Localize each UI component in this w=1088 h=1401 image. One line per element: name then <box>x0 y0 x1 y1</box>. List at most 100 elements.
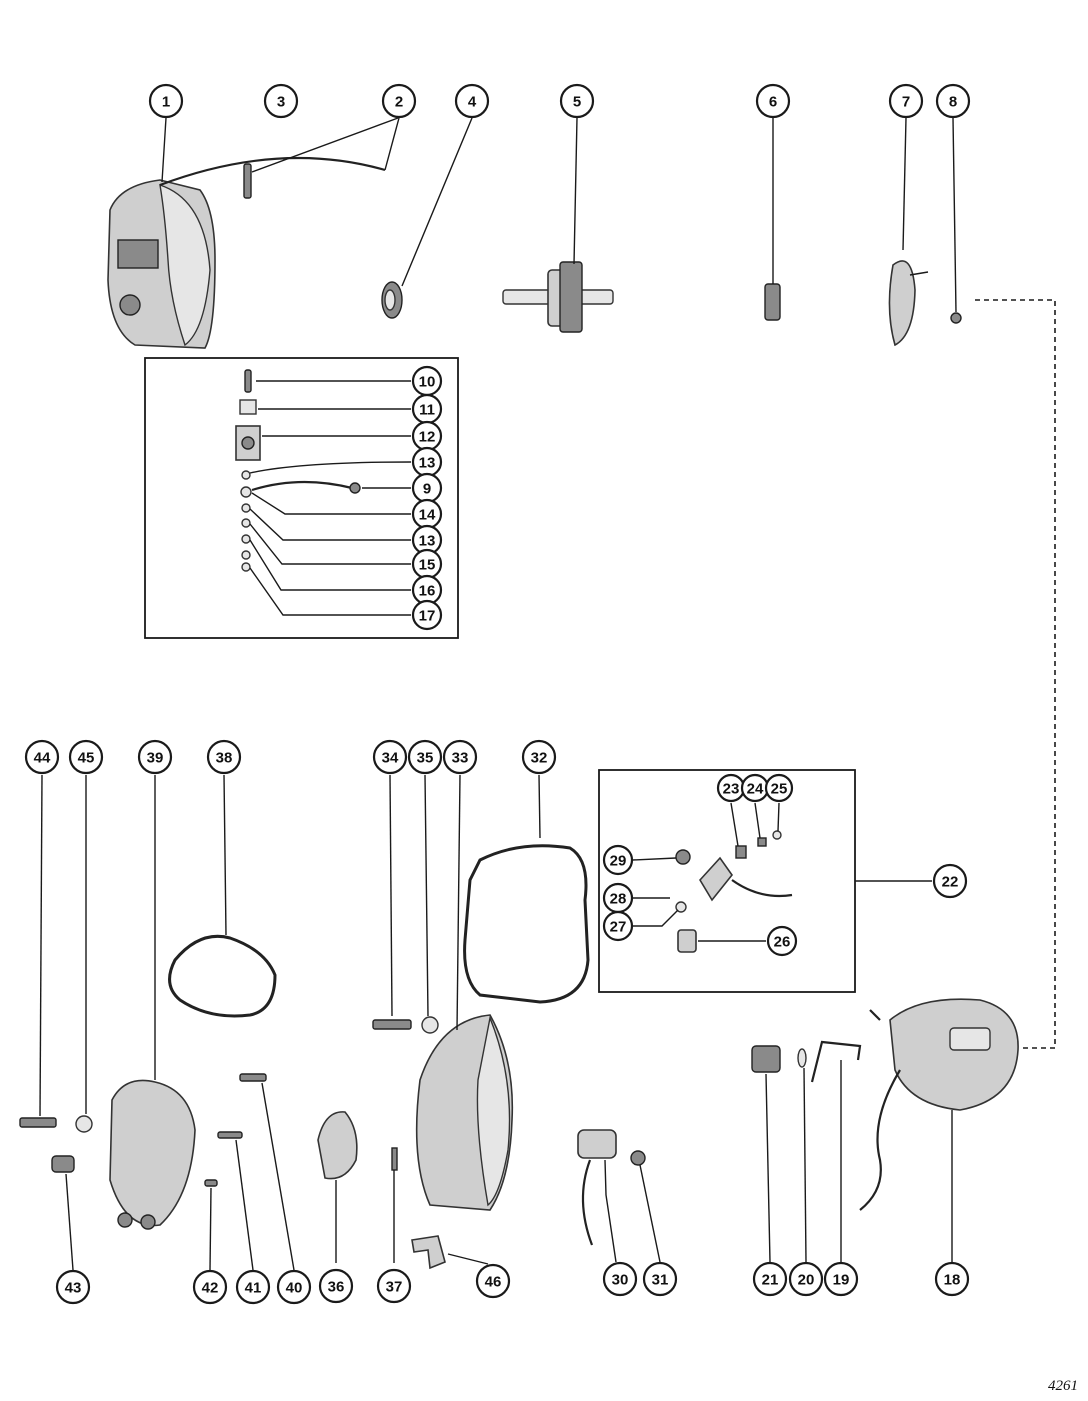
detail-box-1-parts <box>235 369 361 572</box>
svg-text:13: 13 <box>419 455 436 472</box>
callout-4: 4 <box>454 83 490 119</box>
svg-text:45: 45 <box>78 750 95 767</box>
part-condenser-screw <box>630 1150 646 1166</box>
callout-33: 33 <box>442 739 478 775</box>
callout-46: 46 <box>475 1263 511 1299</box>
part-screw-41 <box>217 1131 243 1139</box>
callout-44: 44 <box>24 739 60 775</box>
part-large-gasket <box>463 844 590 1004</box>
detail-box-2-parts <box>675 830 793 953</box>
part-distributor-cap <box>109 1079 196 1230</box>
part-condenser <box>577 1129 617 1246</box>
callout-27: 27 <box>602 910 634 942</box>
callout-13-lower: 13 <box>411 524 443 556</box>
part-screw-40 <box>239 1073 267 1082</box>
part-fitting-43 <box>51 1155 75 1173</box>
svg-text:7: 7 <box>902 94 910 111</box>
part-bushing <box>764 283 781 321</box>
svg-text:17: 17 <box>419 608 436 625</box>
part-wing-nut <box>421 1016 439 1034</box>
callout-41: 41 <box>235 1269 271 1305</box>
part-screw-37 <box>391 1147 398 1171</box>
callout-28: 28 <box>602 882 634 914</box>
callout-10: 10 <box>411 365 443 397</box>
callout-3: 3 <box>263 83 299 119</box>
svg-text:32: 32 <box>531 750 548 767</box>
svg-text:14: 14 <box>419 507 436 524</box>
callout-18: 18 <box>934 1261 970 1297</box>
part-spring-clip <box>810 1040 862 1083</box>
svg-text:29: 29 <box>610 853 627 870</box>
svg-text:43: 43 <box>65 1280 82 1297</box>
callout-7: 7 <box>888 83 924 119</box>
svg-text:24: 24 <box>747 781 764 798</box>
svg-text:38: 38 <box>216 750 233 767</box>
callout-31: 31 <box>642 1261 678 1297</box>
callout-32: 32 <box>521 739 557 775</box>
part-distributor-rotor <box>317 1111 358 1180</box>
part-wing-nut-45 <box>75 1115 93 1133</box>
svg-text:11: 11 <box>419 402 435 419</box>
callout-43: 43 <box>55 1269 91 1305</box>
callout-13-upper: 13 <box>411 446 443 478</box>
leader-lines <box>39 117 957 1271</box>
svg-text:22: 22 <box>942 874 959 891</box>
callout-38: 38 <box>206 739 242 775</box>
svg-text:19: 19 <box>833 1272 850 1289</box>
svg-text:21: 21 <box>762 1272 779 1289</box>
svg-text:13: 13 <box>419 533 436 550</box>
callout-29: 29 <box>602 844 634 876</box>
svg-text:34: 34 <box>382 750 399 767</box>
svg-text:31: 31 <box>652 1272 669 1289</box>
callout-22: 22 <box>932 863 968 899</box>
part-gasket-38 <box>168 934 277 1018</box>
svg-text:15: 15 <box>419 557 436 574</box>
callout-30: 30 <box>602 1261 638 1297</box>
svg-text:37: 37 <box>386 1279 403 1296</box>
part-wire <box>159 156 386 187</box>
svg-text:44: 44 <box>34 750 51 767</box>
callout-26: 26 <box>766 925 798 957</box>
detail-box-terminal-hardware <box>144 357 459 639</box>
part-bolt-44 <box>19 1117 57 1128</box>
callout-2: 2 <box>381 83 417 119</box>
svg-text:18: 18 <box>944 1272 961 1289</box>
callout-24: 24 <box>740 773 770 803</box>
callout-15: 15 <box>411 548 443 580</box>
callout-19: 19 <box>823 1261 859 1297</box>
part-ignition-coil <box>859 998 1019 1211</box>
svg-text:36: 36 <box>328 1279 345 1296</box>
callout-12: 12 <box>411 420 443 452</box>
svg-text:41: 41 <box>245 1280 262 1297</box>
callout-39: 39 <box>137 739 173 775</box>
callout-25: 25 <box>764 773 794 803</box>
part-end-plate <box>888 260 929 347</box>
callout-14: 14 <box>411 498 443 530</box>
callout-11: 11 <box>411 393 443 425</box>
svg-text:40: 40 <box>286 1280 303 1297</box>
svg-text:8: 8 <box>949 94 957 111</box>
callout-5: 5 <box>559 83 595 119</box>
svg-text:6: 6 <box>769 94 777 111</box>
callout-23: 23 <box>716 773 746 803</box>
callout-1: 1 <box>148 83 184 119</box>
dashed-connection-line <box>975 299 1056 1049</box>
figure-number: 4261 <box>1048 1378 1078 1394</box>
svg-text:1: 1 <box>162 94 170 111</box>
part-lower-housing <box>415 1014 514 1211</box>
svg-text:23: 23 <box>723 781 740 798</box>
svg-text:25: 25 <box>771 781 788 798</box>
callout-9: 9 <box>411 472 443 504</box>
svg-text:33: 33 <box>452 750 469 767</box>
part-bearing <box>381 281 403 319</box>
callout-6: 6 <box>755 83 791 119</box>
svg-text:26: 26 <box>774 934 791 951</box>
part-cap <box>751 1045 781 1073</box>
svg-text:4: 4 <box>468 94 477 111</box>
callout-35: 35 <box>407 739 443 775</box>
part-o-ring <box>797 1048 807 1068</box>
svg-text:39: 39 <box>147 750 164 767</box>
svg-text:27: 27 <box>610 919 627 936</box>
svg-text:5: 5 <box>573 94 581 111</box>
